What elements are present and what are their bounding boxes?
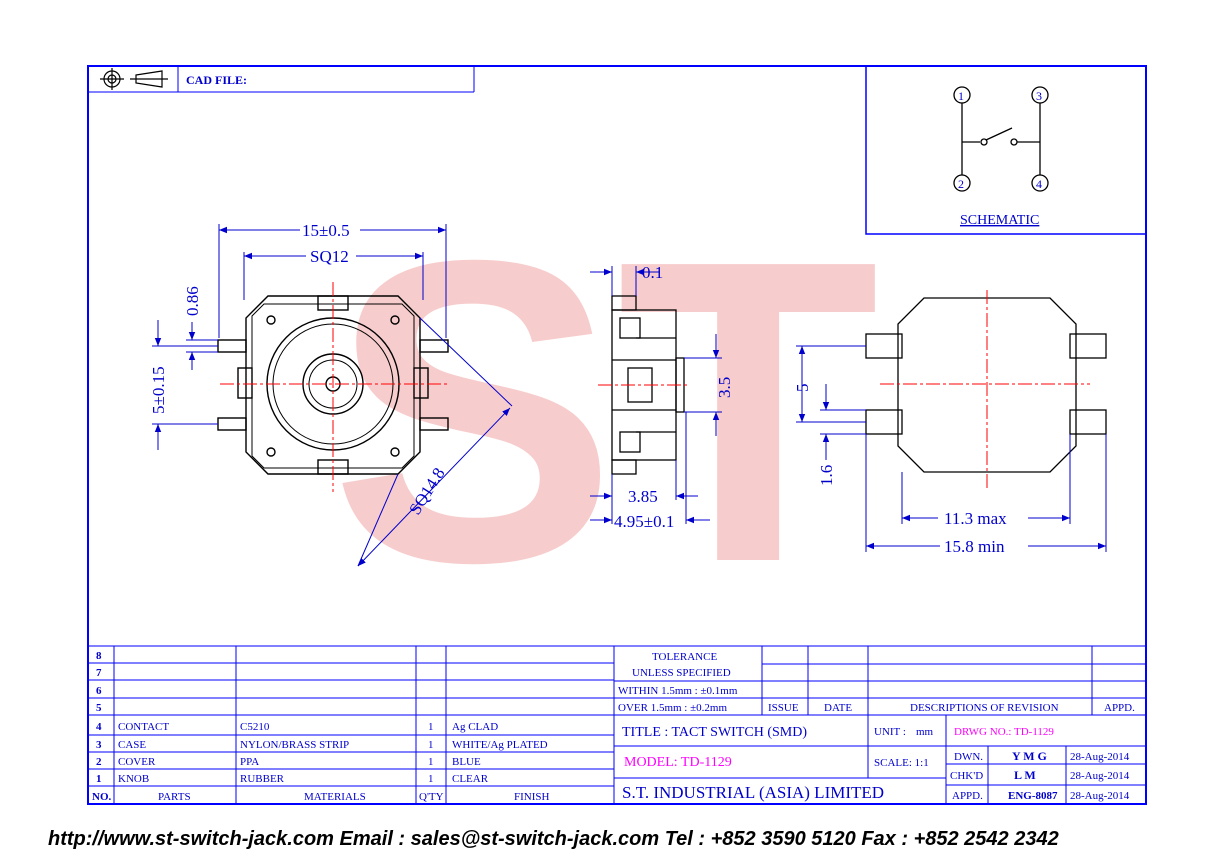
appd-date: 28-Aug-2014 bbox=[1070, 790, 1130, 802]
tolerance-within: WITHIN 1.5mm : ±0.1mm bbox=[618, 685, 738, 697]
pin-3-label: 3 bbox=[1036, 89, 1042, 103]
revision-headers: ISSUE DATE DESCRIPTIONS OF REVISION APPD… bbox=[768, 702, 1135, 714]
part-material: NYLON/BRASS STRIP bbox=[240, 739, 349, 751]
row-no: 5 bbox=[96, 702, 102, 714]
svg-text:ST: ST bbox=[330, 172, 879, 652]
projection-symbol-icon bbox=[100, 68, 168, 90]
chk-date: 28-Aug-2014 bbox=[1070, 770, 1130, 782]
part-material: PPA bbox=[240, 756, 259, 768]
row-no: 8 bbox=[96, 650, 102, 662]
header-finish: FINISH bbox=[514, 791, 550, 803]
part-finish: Ag CLAD bbox=[452, 721, 498, 733]
bottom-table-grid bbox=[88, 645, 1146, 804]
row-no: 7 bbox=[96, 667, 102, 679]
part-name: KNOB bbox=[118, 773, 149, 785]
dwn-date: 28-Aug-2014 bbox=[1070, 751, 1130, 763]
unit-label: UNIT : bbox=[874, 726, 906, 738]
dim-5-015: 5±0.15 bbox=[149, 366, 168, 414]
part-qty: 1 bbox=[428, 756, 434, 768]
drawing-number: DRWG NO.: TD-1129 bbox=[954, 726, 1054, 738]
revision-issue: ISSUE bbox=[768, 702, 799, 714]
dwn-name: Y M G bbox=[1012, 749, 1047, 763]
schematic-title: SCHEMATIC bbox=[960, 213, 1039, 228]
drawing-title: TITLE : TACT SWITCH (SMD) bbox=[622, 725, 807, 740]
schematic-box bbox=[865, 65, 1147, 235]
header-strip bbox=[88, 66, 475, 93]
header-materials: MATERIALS bbox=[304, 791, 366, 803]
dim-11-3: 11.3 max bbox=[944, 509, 1007, 528]
parts-table: 8 7 6 5 4 CONTACT C5210 1 Ag CLAD 3 CASE… bbox=[92, 650, 550, 803]
top-view-dimensions bbox=[152, 224, 513, 567]
dim-15-8: 15.8 min bbox=[944, 537, 1005, 556]
part-finish: BLUE bbox=[452, 756, 481, 768]
cad-file-label: CAD FILE: bbox=[186, 73, 247, 87]
title-block: TITLE : TACT SWITCH (SMD) UNIT : mm DRWG… bbox=[622, 725, 1130, 802]
row-no: 6 bbox=[96, 685, 102, 697]
header-qty: Q'TY bbox=[419, 791, 444, 803]
appd-label: APPD. bbox=[952, 790, 983, 802]
top-view-centerlines bbox=[220, 282, 448, 492]
revision-description: DESCRIPTIONS OF REVISION bbox=[910, 702, 1059, 714]
dim-4-95: 4.95±0.1 bbox=[614, 512, 674, 531]
chk-name: L M bbox=[1014, 768, 1036, 782]
dim-sq12: SQ12 bbox=[310, 247, 349, 266]
part-name: COVER bbox=[118, 756, 156, 768]
unit-value: mm bbox=[916, 726, 934, 738]
part-name: CASE bbox=[118, 739, 146, 751]
part-material: C5210 bbox=[240, 721, 270, 733]
appd-name: ENG-8087 bbox=[1008, 790, 1058, 802]
tolerance-over: OVER 1.5mm : ±0.2mm bbox=[618, 702, 727, 714]
dim-0-1: 0.1 bbox=[642, 263, 663, 282]
pin-1-label: 1 bbox=[958, 89, 964, 103]
part-finish: WHITE/Ag PLATED bbox=[452, 739, 548, 751]
dim-0-86: 0.86 bbox=[183, 286, 202, 316]
dim-1-6: 1.6 bbox=[817, 465, 836, 486]
st-watermark: ST bbox=[330, 172, 879, 652]
part-qty: 1 bbox=[428, 739, 434, 751]
chk-label: CHK'D bbox=[950, 770, 983, 782]
revision-appd: APPD. bbox=[1104, 702, 1135, 714]
row-no: 2 bbox=[96, 756, 102, 768]
pin-2-label: 2 bbox=[958, 177, 964, 191]
drawing-frame bbox=[87, 65, 1147, 805]
header-no: NO. bbox=[92, 791, 112, 803]
scale: SCALE: 1:1 bbox=[874, 757, 929, 769]
dim-15: 15±0.5 bbox=[302, 221, 350, 240]
schematic-diagram bbox=[953, 86, 1049, 192]
part-finish: CLEAR bbox=[452, 773, 489, 785]
model-number: MODEL: TD-1129 bbox=[624, 755, 732, 770]
row-no: 4 bbox=[96, 721, 102, 733]
part-qty: 1 bbox=[428, 773, 434, 785]
part-name: CONTACT bbox=[118, 721, 169, 733]
footprint-dimensions bbox=[796, 345, 1107, 552]
company-name: S.T. INDUSTRIAL (ASIA) LIMITED bbox=[622, 783, 884, 802]
dim-5: 5 bbox=[793, 384, 812, 393]
dwn-label: DWN. bbox=[954, 751, 983, 763]
dim-3-85: 3.85 bbox=[628, 487, 658, 506]
tolerance-line2: UNLESS SPECIFIED bbox=[632, 667, 731, 679]
tolerance-block: TOLERANCE UNLESS SPECIFIED WITHIN 1.5mm … bbox=[618, 651, 738, 714]
contact-footer: http://www.st-switch-jack.com Email : sa… bbox=[48, 828, 1059, 850]
tolerance-line1: TOLERANCE bbox=[652, 651, 717, 663]
dim-3-5: 3.5 bbox=[715, 377, 734, 398]
header-parts: PARTS bbox=[158, 791, 191, 803]
part-material: RUBBER bbox=[240, 773, 285, 785]
revision-date: DATE bbox=[824, 702, 852, 714]
part-qty: 1 bbox=[428, 721, 434, 733]
pin-4-label: 4 bbox=[1036, 177, 1042, 191]
row-no: 1 bbox=[96, 773, 102, 785]
row-no: 3 bbox=[96, 739, 102, 751]
side-view-dimensions bbox=[590, 266, 722, 524]
footprint-centerlines bbox=[880, 290, 1090, 490]
